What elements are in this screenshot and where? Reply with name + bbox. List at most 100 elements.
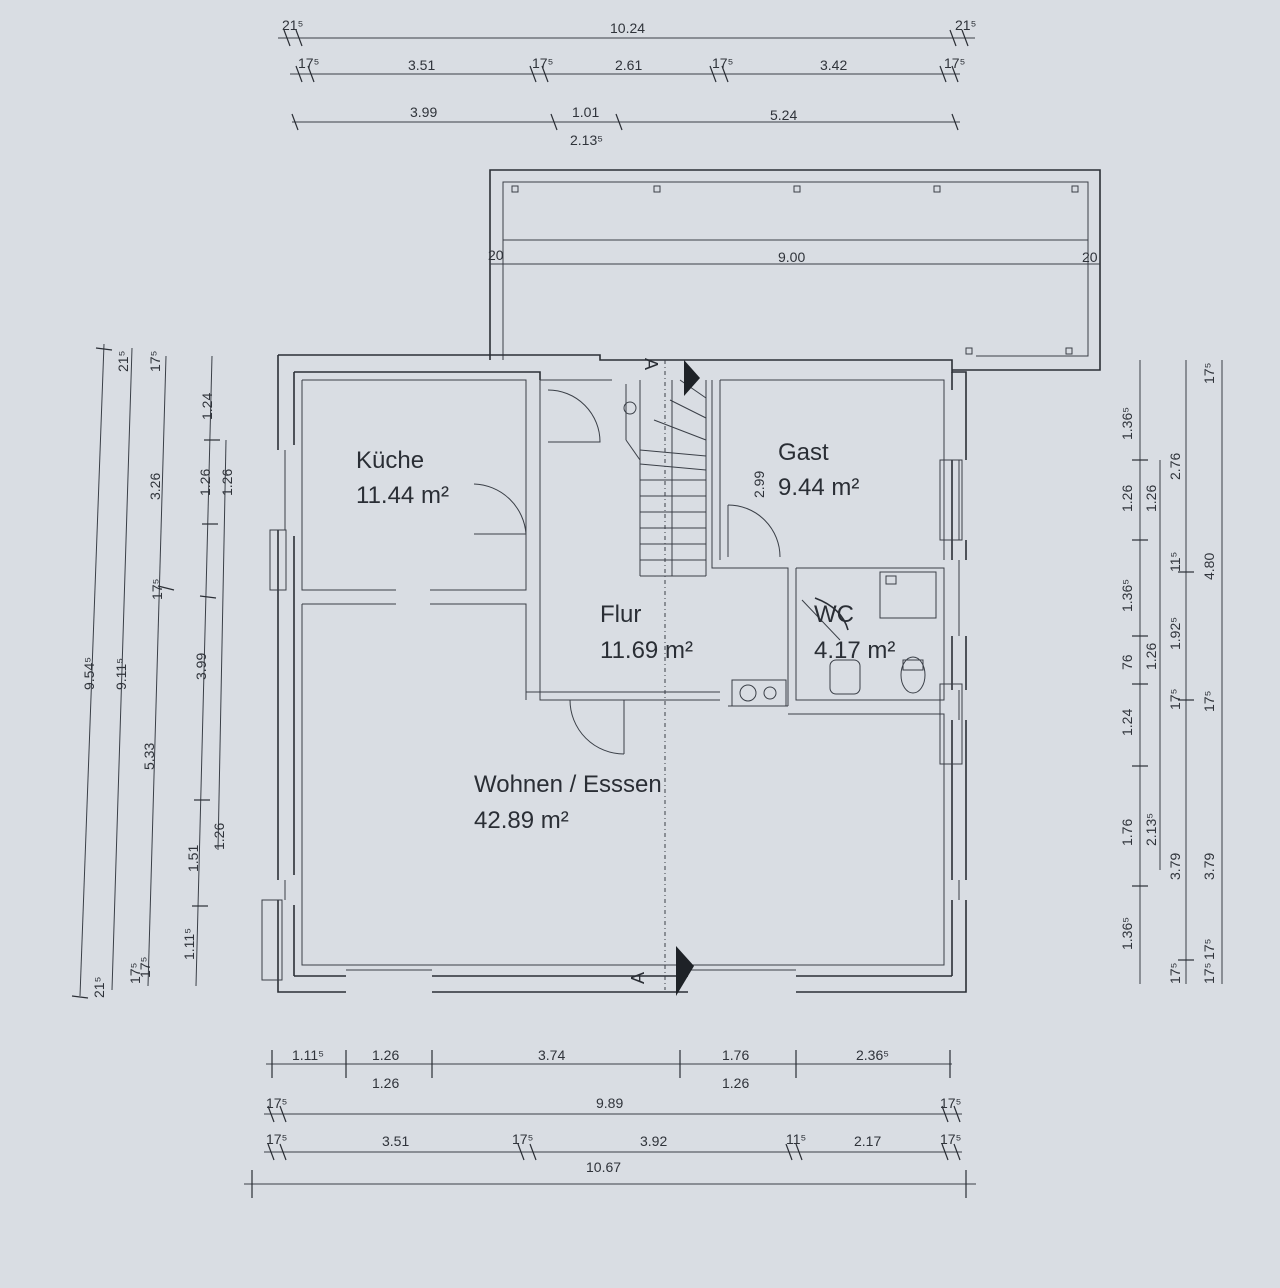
dim-left-third-1: 3.26	[147, 473, 163, 500]
house-walls	[261, 354, 967, 993]
dim-bottom-r3-4: 3.92	[640, 1133, 667, 1149]
fixtures	[731, 571, 937, 707]
dimension-chain-left: 9.54⁵ 21⁵ 21⁵ 9.11⁵ 17⁵ 17⁵ 3.26 17⁵ 5.3…	[71, 343, 235, 999]
dim-right-1: 1.36⁵	[1119, 407, 1135, 440]
room-gast-area: 9.44 m²	[778, 474, 859, 501]
internal-walls	[301, 379, 945, 966]
dim-right-4: 76	[1119, 654, 1135, 670]
room-flur-area: 11.69 m²	[600, 637, 693, 664]
dim-flur: 2.99	[751, 471, 767, 498]
dim-bottom-r2-1: 17⁵	[266, 1095, 287, 1111]
dim-bottom-r4-1: 10.67	[586, 1159, 621, 1175]
dim-top-r2-1: 17⁵	[298, 55, 319, 71]
dim-bottom-r3-5: 11⁵	[786, 1131, 806, 1147]
dim-bottom-r1b-2: 1.26	[722, 1075, 749, 1091]
dim-left-fifth-1: 1.26	[219, 469, 235, 496]
dim-left-second-bottom: 17⁵	[127, 963, 143, 984]
room-gast-name: Gast	[778, 439, 829, 466]
dim-top-r3-2: 1.01	[572, 104, 599, 120]
dim-bottom-r1-4: 1.76	[722, 1047, 749, 1063]
dim-top-r2-6: 3.42	[820, 57, 847, 73]
room-wohnen-area: 42.89 m²	[474, 807, 569, 834]
dim-left-fourth-4: 1.51	[185, 845, 201, 872]
dim-top-2: 10.24	[610, 20, 645, 36]
room-wohnen-name: Wohnen / Esssen	[474, 771, 662, 798]
dim-bottom-r3-2: 3.51	[382, 1133, 409, 1149]
dim-right-fourth-2: 17⁵	[1201, 691, 1217, 712]
dim-right-third-5: 3.79	[1167, 853, 1183, 880]
dim-top-3: 21⁵	[955, 17, 976, 33]
dim-right-fourth-3: 4.80	[1201, 553, 1217, 580]
dim-left-outer-bottom: 21⁵	[91, 977, 107, 998]
dim-terrace-3: 20	[1082, 249, 1098, 265]
dim-left-second: 9.11⁵	[113, 658, 129, 690]
dim-terrace-1: 20	[488, 247, 504, 263]
dim-right-second-2: 1.26	[1143, 643, 1159, 670]
dim-right-second-1: 1.26	[1143, 485, 1159, 512]
dim-top-r3-4: 5.24	[770, 107, 797, 123]
dimension-chain-top: 21⁵ 10.24 21⁵ 17⁵ 3.51 17⁵ 2.61 17⁵ 3.42…	[278, 17, 976, 148]
dim-bottom-r3-1: 17⁵	[266, 1131, 287, 1147]
room-wc-name: WC	[814, 601, 854, 628]
dim-right-third-3: 1.92⁵	[1167, 617, 1183, 650]
room-labels: Küche 11.44 m² Gast 9.44 m² Flur 11.69 m…	[356, 439, 895, 834]
dim-bottom-r3-6: 2.17	[854, 1133, 881, 1149]
dim-right-fourth-4: 17⁵	[1201, 963, 1217, 984]
room-flur-name: Flur	[600, 601, 641, 628]
dim-right-fourth-5: 3.79	[1201, 853, 1217, 880]
dim-left-outer-top: 21⁵	[115, 351, 131, 372]
dim-right-6: 1.76	[1119, 819, 1135, 846]
dim-top-r2-4: 2.61	[615, 57, 642, 73]
dim-right-3: 1.36⁵	[1119, 579, 1135, 612]
dim-top-r2-3: 17⁵	[532, 55, 553, 71]
dim-terrace-2: 9.00	[778, 249, 805, 265]
dim-top-r3-1: 3.99	[410, 104, 437, 120]
terrace: 20 9.00 20	[488, 169, 1101, 371]
dim-bottom-r3-3: 17⁵	[512, 1131, 533, 1147]
dim-bottom-r1b-1: 1.26	[372, 1075, 399, 1091]
dim-bottom-r2-3: 17⁵	[940, 1095, 961, 1111]
doors	[473, 389, 849, 755]
section-label-bottom: A	[628, 972, 648, 984]
dim-right-second-3: 2.13⁵	[1143, 813, 1159, 846]
dim-right-5: 1.24	[1119, 709, 1135, 736]
dim-left-third-4: 17⁵	[137, 957, 153, 978]
stairs	[623, 379, 707, 577]
dim-bottom-r2-2: 9.89	[596, 1095, 623, 1111]
dim-left-fifth-2: 1.26	[211, 823, 227, 850]
dim-right-7: 1.36⁵	[1119, 917, 1135, 950]
section-label-top: A	[641, 358, 661, 370]
dim-right-fourth-6: 17⁵	[1201, 939, 1217, 960]
dim-left-third-2: 17⁵	[149, 579, 165, 600]
dim-right-third-4: 17⁵	[1167, 689, 1183, 710]
dim-left-fourth-5: 1.11⁵	[181, 928, 197, 960]
dim-bottom-r1-3: 3.74	[538, 1047, 565, 1063]
dim-right-2: 1.26	[1119, 485, 1135, 512]
section-line-a: A A	[628, 358, 700, 996]
dim-left-outer: 9.54⁵	[81, 657, 97, 690]
dim-top-r2-7: 17⁵	[944, 55, 965, 71]
dim-left-fourth-1: 1.24	[199, 393, 215, 420]
dimension-chain-right: 1.36⁵ 1.26 1.36⁵ 76 1.24 1.76 1.36⁵ 1.26…	[1119, 360, 1223, 984]
dim-bottom-r3-7: 17⁵	[940, 1131, 961, 1147]
dim-bottom-r1-2: 1.26	[372, 1047, 399, 1063]
dim-left-third-3: 5.33	[141, 743, 157, 770]
dim-top-r2-5: 17⁵	[712, 55, 733, 71]
room-kueche-area: 11.44 m²	[356, 482, 449, 509]
dim-left-fourth-2: 1.26	[197, 469, 213, 496]
dim-right-third-2: 11⁵	[1167, 552, 1183, 572]
dim-bottom-r1-1: 1.11⁵	[292, 1047, 324, 1063]
dim-top-r2-2: 3.51	[408, 57, 435, 73]
dim-left-second-top: 17⁵	[147, 351, 163, 372]
dim-top-1: 21⁵	[282, 17, 303, 33]
dim-top-r3-3: 2.13⁵	[570, 132, 603, 148]
dimension-chain-bottom: 1.11⁵ 1.26 3.74 1.76 2.36⁵ 1.26 1.26 17⁵…	[244, 1047, 976, 1198]
room-wc-area: 4.17 m²	[814, 637, 895, 664]
dim-left-fourth-3: 3.99	[193, 653, 209, 680]
dim-right-fourth-1: 17⁵	[1201, 363, 1217, 384]
dim-bottom-r1-5: 2.36⁵	[856, 1047, 889, 1063]
dim-right-third-1: 2.76	[1167, 453, 1183, 480]
room-kueche-name: Küche	[356, 447, 424, 474]
dim-right-third-6: 17⁵	[1167, 963, 1183, 984]
